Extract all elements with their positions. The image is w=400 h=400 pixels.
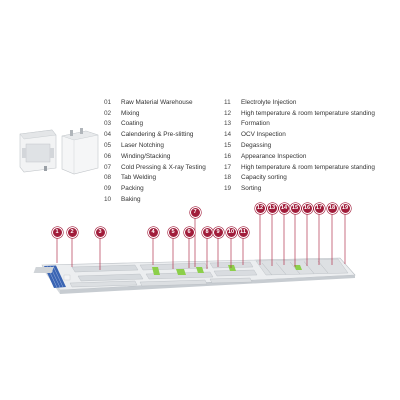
station-marker-9: 9: [212, 226, 224, 238]
process-legend: 01 Raw Material Warehouse 11 Electrolyte In…: [104, 97, 396, 205]
formation-aging-area: [255, 258, 349, 276]
legend-item: 18 Capacity sorting: [224, 174, 394, 181]
station-marker-7: 7: [189, 206, 201, 218]
legend-row: 10 Baking: [104, 194, 396, 205]
legend-number: 03: [104, 120, 112, 128]
station-marker-18: 18: [326, 202, 338, 214]
station-marker-2: 2: [66, 226, 78, 238]
legend-label: Cold Pressing & X-ray Testing: [121, 163, 206, 171]
legend-label: Calendering & Pre-slitting: [121, 131, 194, 139]
legend-item: 12 High temperature & room temperature st…: [224, 110, 394, 117]
station-marker-3: 3: [94, 226, 106, 238]
legend-label: High temperature & room temperature stan…: [241, 109, 375, 117]
legend-number: 08: [104, 174, 112, 182]
legend-item: 05 Laser Notching: [104, 142, 224, 149]
station-marker-8: 8: [201, 226, 213, 238]
legend-row: 02 Mixing 12 High temperature & room temper…: [104, 108, 396, 119]
legend-number: 06: [104, 152, 112, 160]
station-marker-19: 19: [339, 202, 351, 214]
legend-number: 11: [224, 98, 231, 106]
legend-label: Coating: [121, 120, 144, 128]
legend-item: 02 Mixing: [104, 110, 224, 117]
legend-label: Degassing: [241, 142, 272, 150]
legend-item: 19 Sorting: [224, 185, 394, 192]
battery-cell-icon: [61, 128, 99, 175]
floor-edge: [60, 275, 355, 294]
legend-item: 08 Tab Welding: [104, 174, 224, 181]
legend-item: 07 Cold Pressing & X-ray Testing: [104, 164, 224, 171]
legend-row: 04 Calendering & Pre-slitting 14 OCV Inspec…: [104, 129, 396, 140]
station-marker-13: 13: [266, 202, 278, 214]
legend-number: 01: [104, 98, 112, 106]
legend-number: 04: [104, 131, 112, 139]
station-marker-12: 12: [254, 202, 266, 214]
legend-number: 18: [224, 174, 232, 182]
legend-number: 17: [224, 163, 232, 171]
legend-item: 11 Electrolyte Injection: [224, 99, 394, 106]
station-marker-17: 17: [313, 202, 325, 214]
legend-item: 06 Winding/Stacking: [104, 153, 224, 160]
legend-number: 14: [224, 131, 232, 139]
legend-number: 16: [224, 152, 232, 160]
legend-number: 07: [104, 163, 112, 171]
packing-baking-injection-area: [209, 261, 258, 284]
legend-label: Packing: [121, 185, 144, 193]
legend-number: 12: [224, 109, 232, 117]
legend-number: 09: [104, 185, 112, 193]
legend-row: 05 Laser Notching 15 Degassing: [104, 140, 396, 151]
legend-row: 01 Raw Material Warehouse 11 Electrolyte In…: [104, 97, 396, 108]
legend-label: OCV Inspection: [241, 131, 286, 139]
legend-label: Sorting: [241, 185, 262, 193]
cell-assembly-area: [139, 262, 214, 287]
legend-item: 03 Coating: [104, 120, 224, 127]
legend-item: 16 Appearance Inspection: [224, 153, 394, 160]
station-marker-6: 6: [183, 226, 195, 238]
legend-number: 02: [104, 109, 112, 117]
station-marker-1: 1: [51, 226, 63, 238]
legend-item: 04 Calendering & Pre-slitting: [104, 131, 224, 138]
legend-label: Mixing: [121, 109, 140, 117]
battery-module-icon: [19, 129, 57, 173]
legend-label: Raw Material Warehouse: [121, 98, 193, 106]
station-marker-4: 4: [147, 226, 159, 238]
legend-label: Tab Welding: [121, 174, 157, 182]
legend-number: 15: [224, 142, 232, 150]
legend-row: 09 Packing 19 Sorting: [104, 183, 396, 194]
legend-number: 19: [224, 185, 232, 193]
station-marker-10: 10: [225, 226, 237, 238]
battery-product-images: [19, 128, 99, 175]
station-marker-11: 11: [237, 226, 249, 238]
legend-item: 15 Degassing: [224, 142, 394, 149]
legend-row: 07 Cold Pressing & X-ray Testing 17 High te…: [104, 162, 396, 173]
legend-item: 13 Formation: [224, 120, 394, 127]
legend-item: 09 Packing: [104, 185, 224, 192]
legend-label: Baking: [121, 196, 141, 204]
legend-label: Laser Notching: [121, 142, 164, 150]
legend-label: Capacity sorting: [241, 174, 287, 182]
legend-label: Formation: [241, 120, 270, 128]
legend-row: 03 Coating 13 Formation: [104, 119, 396, 130]
station-marker-14: 14: [278, 202, 290, 214]
legend-label: Electrolyte Injection: [241, 98, 297, 106]
legend-item: 17 High temperature & room temperature st…: [224, 164, 394, 171]
legend-item: 14 OCV Inspection: [224, 131, 394, 138]
legend-item: 01 Raw Material Warehouse: [104, 99, 224, 106]
legend-number: 13: [224, 120, 232, 128]
legend-row: 06 Winding/Stacking 16 Appearance Inspectio…: [104, 151, 396, 162]
legend-label: Winding/Stacking: [121, 152, 171, 160]
legend-label: Appearance Inspection: [241, 152, 307, 160]
mixing-coating-area: [33, 264, 144, 288]
legend-row: 08 Tab Welding 18 Capacity sorting: [104, 173, 396, 184]
legend-item: 10 Baking: [104, 196, 224, 203]
legend-number: 05: [104, 142, 112, 150]
legend-label: High temperature & room temperature stan…: [241, 163, 375, 171]
marker-pins: [56, 213, 346, 270]
station-marker-5: 5: [167, 226, 179, 238]
factory-layout-drawing: [33, 213, 356, 294]
station-marker-16: 16: [301, 202, 313, 214]
legend-number: 10: [104, 196, 112, 204]
station-marker-15: 15: [289, 202, 301, 214]
